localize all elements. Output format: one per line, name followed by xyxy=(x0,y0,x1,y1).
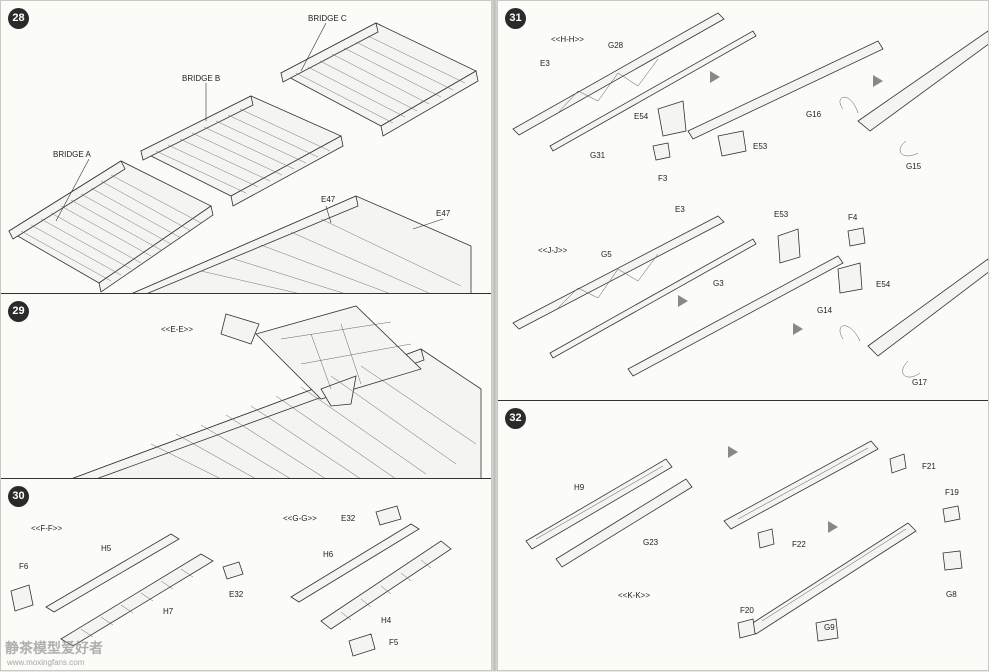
part-f6 xyxy=(10,584,34,612)
part-label: E53 xyxy=(774,210,789,219)
rail-g5 xyxy=(512,215,725,330)
part-label: F19 xyxy=(945,488,959,497)
step-number-badge: 28 xyxy=(8,8,29,29)
section-label: <<K-K>> xyxy=(618,591,650,600)
step-29-illustration: <<E-E>> xyxy=(72,305,482,478)
step-32-illustration: H9 G23 <<K-K>> F21 F22 F19 G8 F20 G9 xyxy=(525,440,963,642)
part-e53-mid xyxy=(777,228,801,264)
part-label: E47 xyxy=(321,195,336,204)
rail-h5 xyxy=(45,533,180,613)
part-label: G15 xyxy=(906,162,922,171)
step-30-panel: 30 <<F-F>> F6 H5 xyxy=(1,479,491,672)
part-label: G16 xyxy=(806,110,822,119)
part-label: F21 xyxy=(922,462,936,471)
page-spine xyxy=(492,0,497,671)
part-e53 xyxy=(717,130,747,157)
beam-assembly-mid xyxy=(627,255,844,377)
frame-part xyxy=(220,313,260,345)
part-label: E54 xyxy=(876,280,891,289)
part-label: H4 xyxy=(381,616,392,625)
step-28-panel: 28 xyxy=(1,1,491,294)
part-label: E32 xyxy=(341,514,356,523)
bridge-c-deck xyxy=(280,22,477,127)
part-label: G3 xyxy=(713,279,724,288)
step-number-badge: 32 xyxy=(505,408,526,429)
step-31-panel: 31 xyxy=(498,1,988,401)
frame-assembly-lower xyxy=(867,258,988,357)
section-label: <<F-F>> xyxy=(31,524,62,533)
part-label: G31 xyxy=(590,151,606,160)
rail-upper xyxy=(723,440,879,530)
step-number-badge: 29 xyxy=(8,301,29,322)
part-label: E3 xyxy=(540,59,550,68)
part-label: G9 xyxy=(824,623,835,632)
part-e54 xyxy=(657,100,687,137)
part-label: F3 xyxy=(658,174,668,183)
bridge-c-label: BRIDGE C xyxy=(308,14,347,23)
part-e54-mid xyxy=(837,262,863,294)
part-f20 xyxy=(737,618,756,639)
rail-g3 xyxy=(549,238,757,359)
part-label: G23 xyxy=(643,538,659,547)
step-28-illustration: BRIDGE A BRIDGE B BRIDGE C E47 E47 xyxy=(8,14,479,293)
watermark-url: www.moxingfans.com xyxy=(7,658,85,667)
part-label: H5 xyxy=(101,544,112,553)
part-f5 xyxy=(348,633,376,657)
section-label: <<E-E>> xyxy=(161,325,193,334)
watermark-logo: 静茶模型爱好者 xyxy=(5,641,103,657)
part-label: F5 xyxy=(389,638,399,647)
section-label: <<J-J>> xyxy=(538,246,568,255)
rail-h7 xyxy=(60,553,214,647)
bridge-a-label: BRIDGE A xyxy=(53,150,91,159)
step-number-badge: 30 xyxy=(8,486,29,507)
step-number-badge: 31 xyxy=(505,8,526,29)
section-label: <<H-H>> xyxy=(551,35,584,44)
step-30-illustration: <<F-F>> F6 H5 H7 E32 <<G-G>> E32 H6 H4 F… xyxy=(10,505,452,657)
right-page: 31 xyxy=(497,0,989,671)
section-label: <<G-G>> xyxy=(283,514,317,523)
part-e32-right xyxy=(375,505,402,526)
rail-g28 xyxy=(512,12,725,136)
rail-h4 xyxy=(320,540,452,630)
part-label: H9 xyxy=(574,483,585,492)
frame-assembly-right xyxy=(857,30,988,132)
part-label: G14 xyxy=(817,306,833,315)
part-label: F4 xyxy=(848,213,858,222)
part-label: H7 xyxy=(163,607,174,616)
part-label: E53 xyxy=(753,142,768,151)
part-label: E32 xyxy=(229,590,244,599)
part-f4 xyxy=(847,227,866,247)
part-f3 xyxy=(652,142,671,161)
part-label: G28 xyxy=(608,41,624,50)
step-31-illustration: <<H-H>> G28 E3 G31 E54 F3 E53 G16 G15 E3… xyxy=(512,12,988,387)
part-f22 xyxy=(757,528,775,549)
step-32-panel: 32 H9 xyxy=(498,401,988,672)
part-label: G8 xyxy=(946,590,957,599)
part-label: F6 xyxy=(19,562,29,571)
part-label: F22 xyxy=(792,540,806,549)
part-e32 xyxy=(222,561,244,580)
rail-h6 xyxy=(290,523,420,603)
rail-g31 xyxy=(549,30,757,152)
part-f21 xyxy=(889,453,907,474)
part-label: F20 xyxy=(740,606,754,615)
part-label: H6 xyxy=(323,550,334,559)
part-label: E47 xyxy=(436,209,451,218)
part-label: G17 xyxy=(912,378,928,387)
rail-g23 xyxy=(555,478,693,568)
step-29-panel: 29 <<E-E>> xyxy=(1,294,491,479)
part-g8 xyxy=(942,550,963,571)
part-f19 xyxy=(942,505,961,523)
frame-part xyxy=(320,375,357,407)
beam-assembly xyxy=(687,40,884,140)
bridge-b-label: BRIDGE B xyxy=(182,74,220,83)
part-g9 xyxy=(815,618,839,642)
part-label: E3 xyxy=(675,205,685,214)
left-page: 28 xyxy=(0,0,492,671)
frame-assembly xyxy=(255,305,422,400)
part-label: G5 xyxy=(601,250,612,259)
part-label: E54 xyxy=(634,112,649,121)
rail-h9 xyxy=(525,458,673,550)
